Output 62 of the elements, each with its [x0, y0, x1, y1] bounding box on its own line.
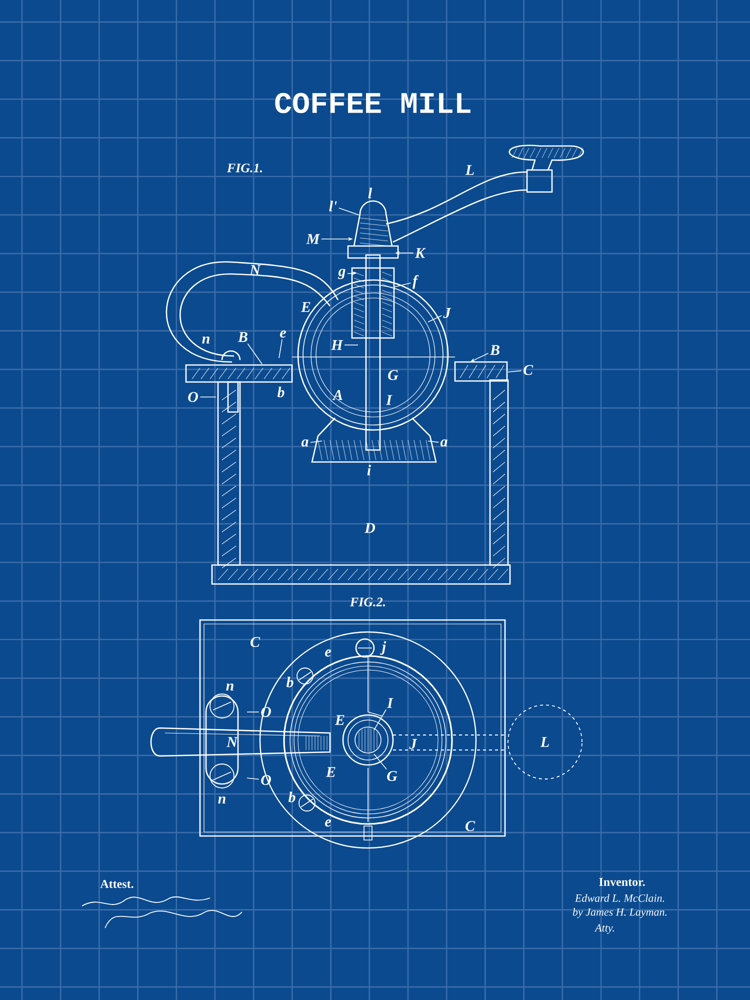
signature-heading: Attest. — [100, 880, 134, 888]
part-letter: E — [326, 767, 336, 777]
leader-line — [278, 338, 283, 358]
part-letter: J — [409, 739, 418, 749]
part-letter: a — [440, 439, 448, 447]
part-letter: i — [367, 464, 372, 476]
part-letter: C — [524, 364, 534, 376]
part-letter: G — [388, 370, 398, 380]
part-letter: E — [334, 715, 344, 725]
part-letter: n — [218, 796, 226, 804]
part-letter: I — [386, 698, 394, 708]
leader-line — [428, 440, 439, 443]
signature-text: Atty. — [594, 924, 614, 934]
part-letter: L — [465, 165, 474, 175]
leader-line — [200, 396, 216, 398]
part-letter: e — [280, 330, 286, 338]
leader-line — [508, 370, 522, 372]
signature-heading: Inventor. — [599, 878, 645, 886]
part-letter: C — [466, 820, 476, 832]
part-letter: e — [325, 819, 331, 827]
leader-line — [428, 315, 442, 322]
part-letter: G — [387, 770, 398, 782]
part-letter: L — [540, 737, 549, 747]
title: COFFEE MILL — [275, 92, 470, 114]
part-letter: E — [300, 302, 310, 312]
leader-line — [310, 440, 322, 443]
leader-line — [246, 778, 260, 780]
leader-line — [394, 282, 412, 288]
part-letter: j — [380, 641, 386, 655]
part-letter: M — [306, 234, 320, 244]
part-letter: C — [250, 636, 260, 648]
part-letter: B — [490, 345, 500, 355]
leader-line — [338, 208, 360, 216]
leader-line — [374, 754, 387, 770]
part-letter: l — [368, 188, 372, 198]
figure-label: FIG.1. — [226, 164, 262, 172]
part-letter: J — [443, 308, 452, 318]
part-letter: l' — [329, 200, 337, 212]
part-letter: e — [325, 649, 331, 657]
figure-label: FIG.2. — [350, 598, 385, 606]
part-letter: N — [249, 265, 261, 275]
signature-text: by James H. Layman. — [572, 908, 667, 918]
part-letter: n — [202, 336, 210, 344]
part-letter: f — [412, 275, 419, 289]
part-letter: b — [288, 792, 296, 802]
part-letter: B — [238, 332, 248, 342]
part-letter: D — [364, 523, 376, 533]
leader-line — [344, 344, 358, 346]
part-letter: g — [338, 268, 346, 280]
part-letter: O — [188, 392, 198, 402]
part-letter: I — [386, 395, 392, 405]
part-letter: K — [414, 248, 426, 258]
leader-line — [247, 343, 262, 364]
part-letter: n — [226, 683, 234, 691]
signature-text: Edward L. McClain. — [574, 894, 664, 902]
part-letter: H — [331, 340, 344, 350]
part-letter: a — [301, 439, 308, 447]
part-letter: b — [286, 676, 294, 688]
part-letter: A — [332, 390, 342, 400]
part-letter: b — [277, 386, 284, 398]
part-letter: N — [226, 737, 238, 747]
leader-line — [374, 709, 386, 730]
